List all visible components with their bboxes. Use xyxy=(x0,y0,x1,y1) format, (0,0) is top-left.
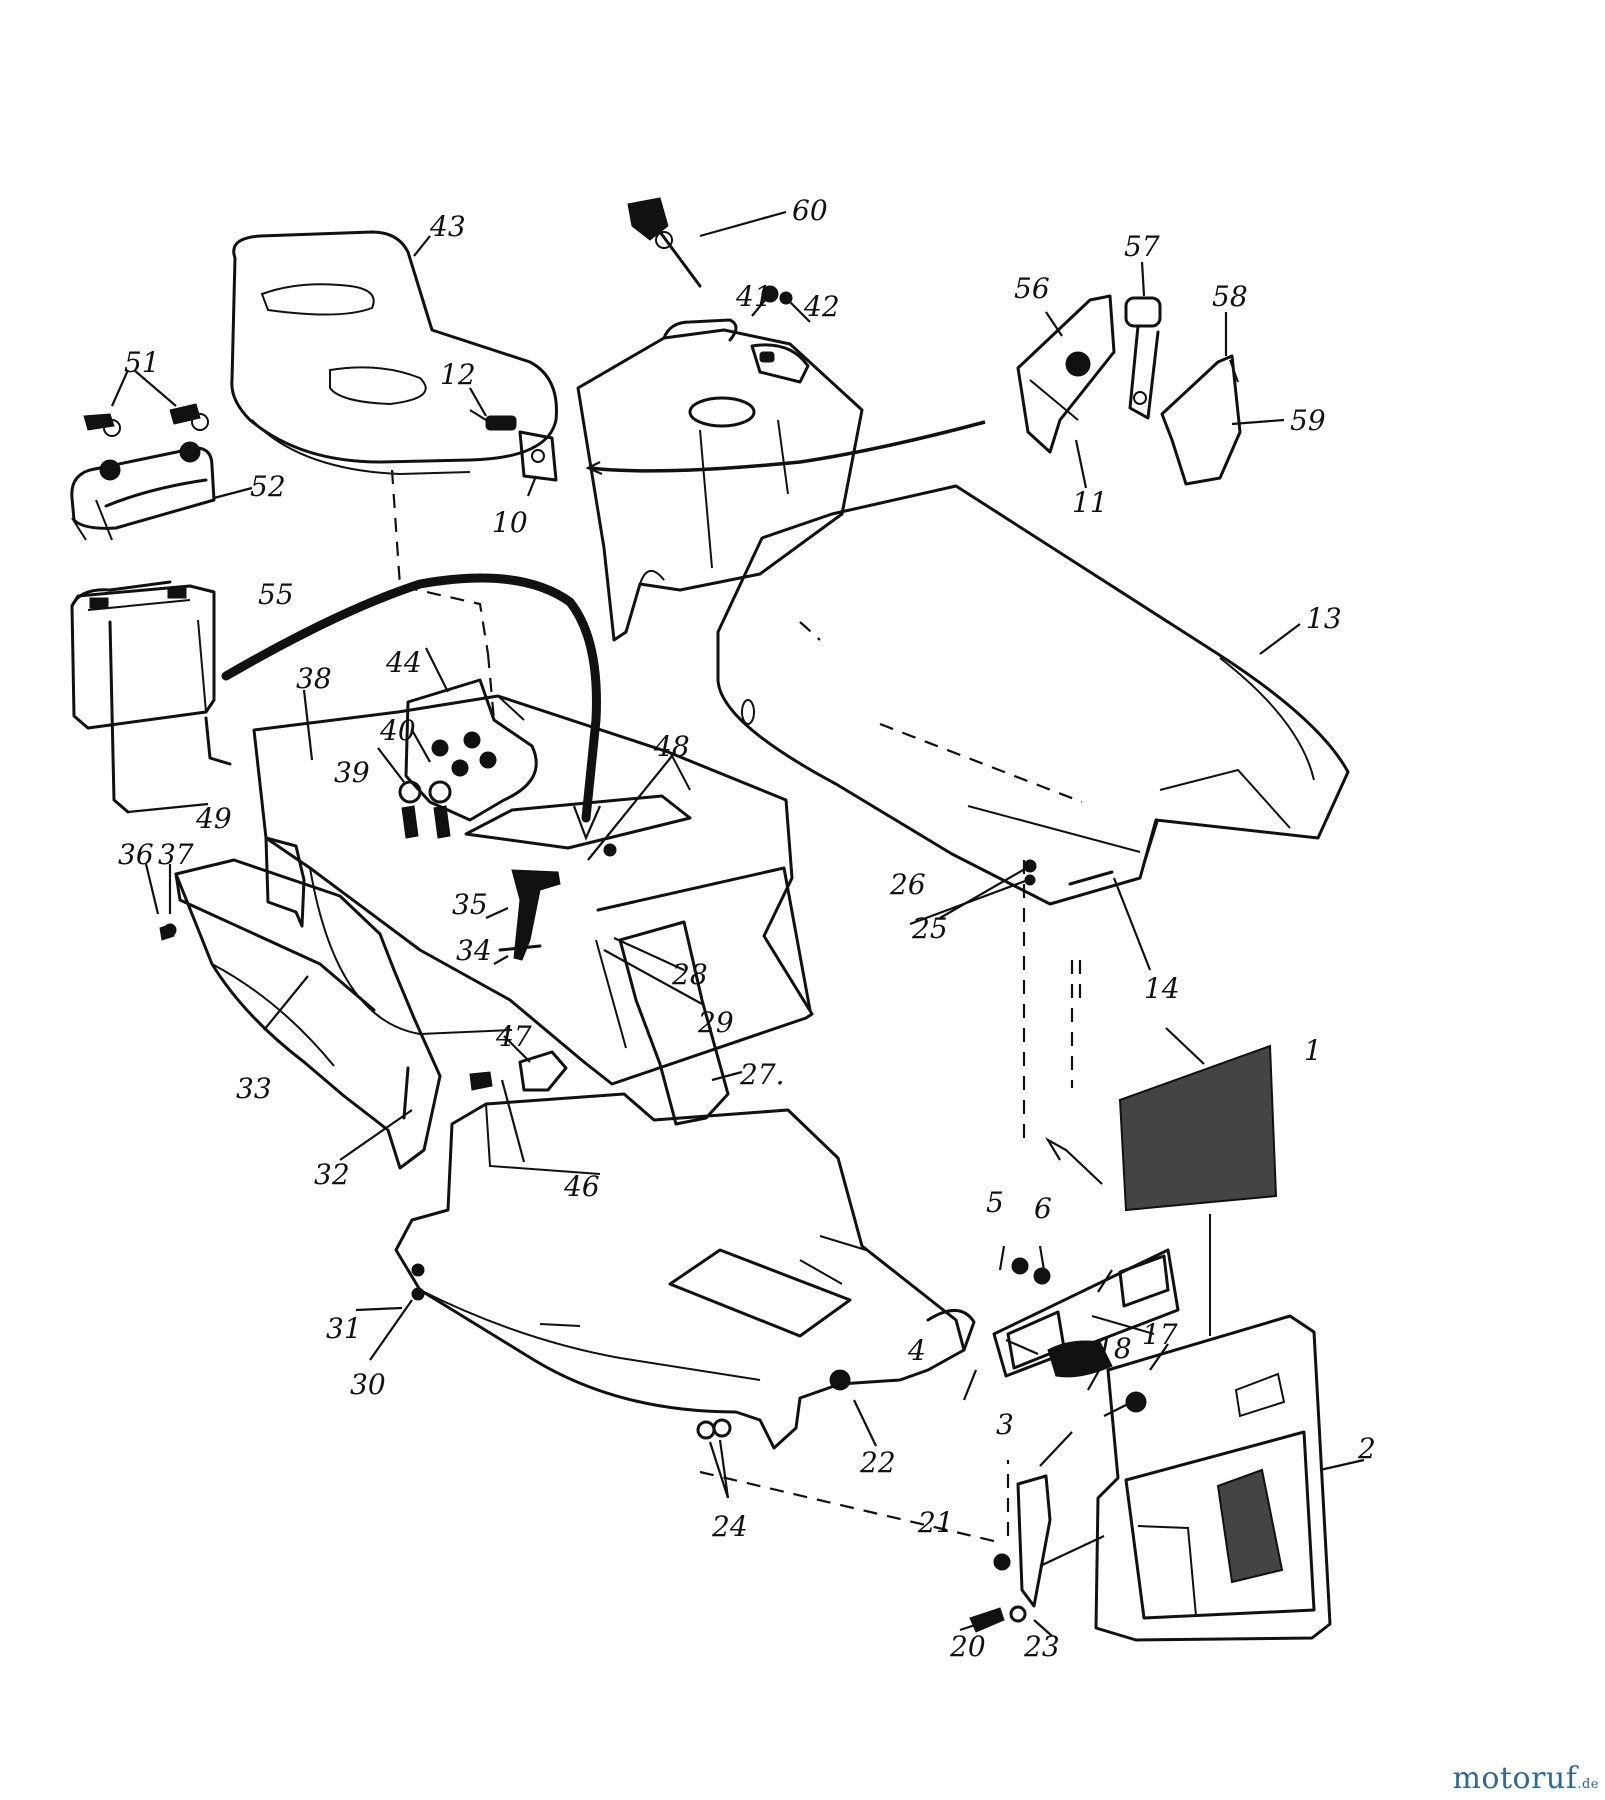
callout-26: 26 xyxy=(889,868,926,901)
throttle-cable xyxy=(589,420,986,473)
callout-43: 43 xyxy=(429,210,466,243)
footrest xyxy=(394,1092,976,1450)
leader-lines xyxy=(110,210,1365,1637)
callout-3: 3 xyxy=(996,1408,1014,1441)
callout-47: 47 xyxy=(495,1020,532,1053)
callout-39: 39 xyxy=(334,756,370,789)
battery xyxy=(70,580,216,730)
watermark-logo: motoruf.de xyxy=(1452,1761,1599,1796)
seat xyxy=(230,230,558,476)
callout-2: 2 xyxy=(1357,1432,1376,1465)
callout-11: 11 xyxy=(1072,486,1108,519)
callout-56: 56 xyxy=(1014,272,1050,305)
battery-rod xyxy=(108,620,130,814)
callout-12: 12 xyxy=(440,358,476,391)
callout-33: 33 xyxy=(236,1072,272,1105)
callout-30: 30 xyxy=(350,1368,386,1401)
seat-bolts xyxy=(398,780,452,839)
dash-console xyxy=(576,318,864,642)
callout-40: 40 xyxy=(379,714,416,747)
rear-fender xyxy=(174,858,442,1170)
callout-14: 14 xyxy=(1144,972,1180,1005)
frame-support xyxy=(618,920,730,1126)
callout-48: 48 xyxy=(653,730,690,763)
callout-5: 5 xyxy=(986,1186,1004,1219)
throttle-plate xyxy=(1016,294,1116,454)
callout-49: 49 xyxy=(195,802,232,835)
callout-21: 21 xyxy=(917,1506,954,1539)
hood xyxy=(716,484,1350,906)
callout-20: 20 xyxy=(949,1630,986,1663)
callout-1: 1 xyxy=(1304,1034,1322,1067)
callout-29: 29 xyxy=(697,1006,734,1039)
grille-screen xyxy=(1118,1044,1278,1336)
callout-52: 52 xyxy=(250,470,286,503)
seat-mount-bracket xyxy=(404,678,538,822)
callout-37: 37 xyxy=(158,838,194,871)
hardware xyxy=(159,285,1114,1633)
callout-27: 27. xyxy=(739,1058,785,1091)
lever xyxy=(511,869,561,961)
seat-switch xyxy=(469,409,558,482)
callout-10: 10 xyxy=(492,506,528,539)
battery-hold-down xyxy=(70,441,216,541)
callout-22: 22 xyxy=(859,1446,896,1479)
callout-51: 51 xyxy=(124,346,160,379)
callout-60: 60 xyxy=(792,194,828,227)
callout-32: 32 xyxy=(314,1158,350,1191)
emblem xyxy=(1047,1340,1113,1378)
callout-35: 35 xyxy=(452,888,488,921)
callout-41: 41 xyxy=(735,280,772,313)
throttle-cover xyxy=(1160,354,1242,486)
callout-18: 18 xyxy=(1096,1332,1132,1365)
callout-31: 31 xyxy=(326,1312,362,1345)
callout-36: 36 xyxy=(118,838,154,871)
callout-13: 13 xyxy=(1306,602,1342,635)
foot-clip xyxy=(469,1050,568,1092)
callout-25: 25 xyxy=(911,912,948,945)
callout-28: 28 xyxy=(671,958,708,991)
callout-labels: 60 43 41 42 57 56 58 59 11 51 12 52 10 5… xyxy=(118,194,1376,1663)
callout-42: 42 xyxy=(803,290,840,323)
ignition-key xyxy=(627,197,702,288)
battery-bolts xyxy=(83,403,209,437)
callout-57: 57 xyxy=(1124,230,1160,263)
callout-17: 17 xyxy=(1142,1318,1178,1351)
callout-58: 58 xyxy=(1212,280,1248,313)
seat-support xyxy=(252,694,814,1086)
callout-23: 23 xyxy=(1023,1630,1060,1663)
battery-cable xyxy=(221,573,601,823)
callout-38: 38 xyxy=(296,662,332,695)
callout-55: 55 xyxy=(258,578,294,611)
callout-24: 24 xyxy=(711,1510,748,1543)
callout-4: 4 xyxy=(907,1334,926,1367)
watermark-brand: motoruf xyxy=(1452,1761,1578,1796)
callout-46: 46 xyxy=(563,1170,600,1203)
callout-44: 44 xyxy=(385,646,422,679)
throttle-lever xyxy=(1124,296,1162,420)
front-grille xyxy=(1016,1314,1332,1642)
callout-59: 59 xyxy=(1290,404,1326,437)
callout-6: 6 xyxy=(1034,1192,1052,1225)
watermark-suffix: .de xyxy=(1577,1777,1599,1792)
callout-34: 34 xyxy=(456,934,492,967)
